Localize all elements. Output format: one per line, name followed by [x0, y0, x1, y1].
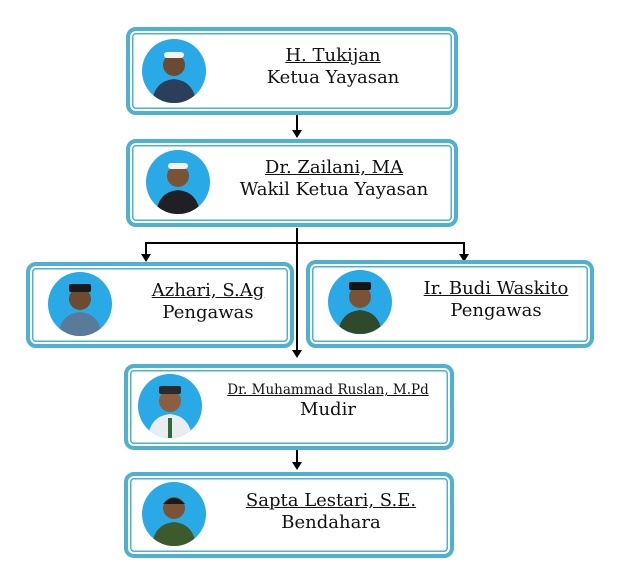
connector-ketua-wakil	[296, 114, 298, 132]
person-portrait-icon	[146, 150, 210, 214]
node-role: Mudir	[300, 399, 356, 420]
arrow-to-wakil	[292, 130, 302, 138]
person-portrait-icon	[138, 374, 202, 438]
node-pengawas-azhari: Azhari, S.Ag Pengawas	[26, 262, 294, 348]
connector-to-budi	[463, 242, 465, 256]
node-role: Bendahara	[281, 511, 381, 533]
node-wakil-ketua: Dr. Zailani, MA Wakil Ketua Yayasan	[126, 139, 458, 227]
connector-pengawas-bar	[145, 242, 465, 244]
connector-to-azhari	[145, 242, 147, 256]
node-name: H. Tukijan	[285, 45, 381, 66]
connector-wakil-down	[296, 228, 298, 352]
node-bendahara: Sapta Lestari, S.E. Bendahara	[124, 472, 454, 558]
person-portrait-icon	[328, 270, 392, 334]
node-name: Dr. Zailani, MA	[264, 157, 404, 178]
arrow-to-bendahara	[292, 462, 302, 470]
node-name: Azhari, S.Ag	[151, 280, 265, 301]
node-role: Ketua Yayasan	[266, 66, 400, 88]
node-role: Pengawas	[162, 301, 254, 323]
node-mudir: Dr. Muhammad Ruslan, M.Pd Mudir	[124, 364, 454, 450]
node-name: Sapta Lestari, S.E.	[245, 490, 417, 511]
connector-mudir-bendahara	[296, 448, 298, 464]
node-role: Wakil Ketua Yayasan	[239, 178, 429, 200]
person-portrait-icon	[48, 272, 112, 336]
node-name: Ir. Budi Waskito	[423, 278, 569, 299]
node-pengawas-budi: Ir. Budi Waskito Pengawas	[306, 260, 594, 348]
arrow-to-budi	[459, 254, 469, 262]
node-role: Pengawas	[450, 299, 542, 321]
arrow-to-azhari	[141, 254, 151, 262]
node-name: Dr. Muhammad Ruslan, M.Pd	[227, 382, 429, 398]
person-portrait-icon	[142, 39, 206, 103]
arrow-to-mudir	[292, 350, 302, 358]
person-portrait-icon	[142, 482, 206, 546]
node-ketua-yayasan: H. Tukijan Ketua Yayasan	[126, 27, 458, 115]
